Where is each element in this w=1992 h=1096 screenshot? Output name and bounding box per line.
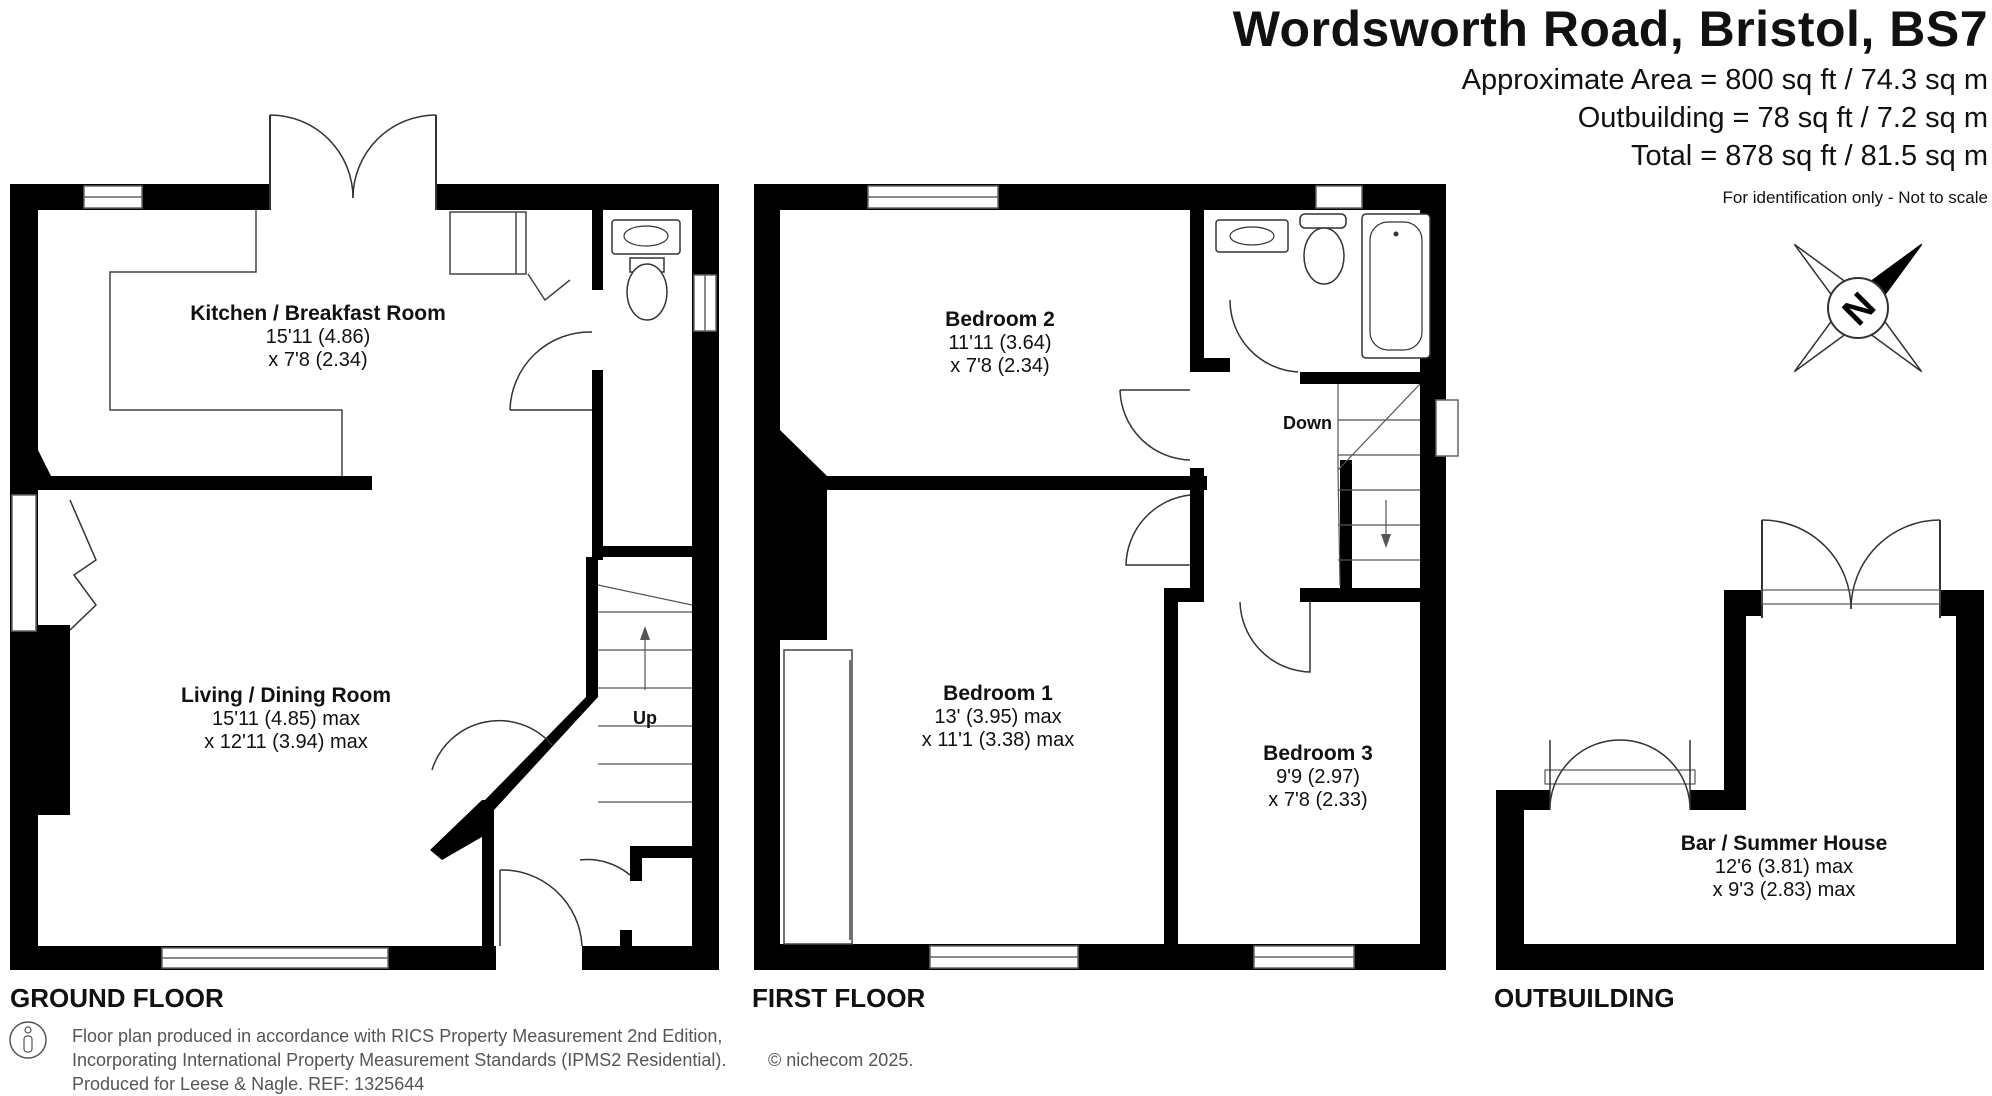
- footer-line-3: Produced for Leese & Nagle. REF: 1325644: [72, 1074, 425, 1094]
- room-dimension: x 12'11 (3.94) max: [204, 731, 368, 754]
- floor-label-first: FIRST FLOOR: [752, 983, 926, 1013]
- footer-line-2: Incorporating International Property Mea…: [72, 1050, 727, 1070]
- room-name: Kitchen / Breakfast Room: [190, 302, 446, 325]
- total-area: Total = 878 sq ft / 81.5 sq m: [1630, 140, 1988, 172]
- room-label-bedroom-3: Bedroom 3 9'9 (2.97) x 7'8 (2.33): [1263, 742, 1373, 812]
- room-dimension: x 7'8 (2.33): [1268, 789, 1368, 812]
- room-dimension: x 11'1 (3.38) max: [921, 729, 1075, 752]
- floor-label-outbuilding: OUTBUILDING: [1494, 983, 1675, 1013]
- room-label-kitchen: Kitchen / Breakfast Room 15'11 (4.86) x …: [190, 302, 446, 372]
- approximate-area: Approximate Area = 800 sq ft / 74.3 sq m: [1461, 64, 1988, 96]
- room-name: Bar / Summer House: [1680, 832, 1888, 855]
- room-dimension: 11'11 (3.64): [948, 332, 1052, 355]
- room-dimension: 15'11 (4.85) max: [212, 708, 360, 731]
- footer-line-1: Floor plan produced in accordance with R…: [72, 1026, 723, 1046]
- stairs-up-label: Up: [633, 708, 657, 728]
- room-name: Bedroom 3: [1263, 742, 1373, 765]
- floor-label-ground: GROUND FLOOR: [10, 983, 224, 1013]
- room-dimension: 15'11 (4.86): [265, 326, 371, 349]
- outbuilding-plan: [1496, 519, 1984, 970]
- room-dimension: 13' (3.95) max: [934, 706, 1062, 729]
- room-dimension: x 9'3 (2.83) max: [1712, 879, 1856, 902]
- ground-floor-plan: [10, 114, 719, 972]
- room-dimension: x 7'8 (2.34): [950, 355, 1050, 378]
- first-floor-plan: [754, 184, 1459, 970]
- person-icon: [9, 1021, 47, 1059]
- room-name: Bedroom 2: [945, 308, 1055, 331]
- room-label-summer-house: Bar / Summer House 12'6 (3.81) max x 9'3…: [1681, 832, 1888, 902]
- footer-copyright: © nichecom 2025.: [768, 1050, 914, 1070]
- scale-disclaimer: For identification only - Not to scale: [1722, 188, 1988, 207]
- room-label-living: Living / Dining Room 15'11 (4.85) max x …: [181, 684, 391, 754]
- room-label-bedroom-1: Bedroom 1 13' (3.95) max x 11'1 (3.38) m…: [922, 682, 1074, 752]
- room-name: Living / Dining Room: [181, 684, 391, 707]
- outbuilding-area: Outbuilding = 78 sq ft / 7.2 sq m: [1577, 102, 1988, 134]
- page-title: Wordsworth Road, Bristol, BS7: [1232, 1, 1988, 57]
- stairs-down-label: Down: [1283, 413, 1332, 433]
- room-name: Bedroom 1: [943, 682, 1053, 705]
- room-dimension: 9'9 (2.97): [1276, 766, 1360, 789]
- room-dimension: 12'6 (3.81) max: [1714, 856, 1854, 879]
- compass-rose-icon: [1793, 243, 1923, 373]
- room-label-bedroom-2: Bedroom 2 11'11 (3.64) x 7'8 (2.34): [945, 308, 1055, 378]
- room-dimension: x 7'8 (2.34): [268, 349, 368, 372]
